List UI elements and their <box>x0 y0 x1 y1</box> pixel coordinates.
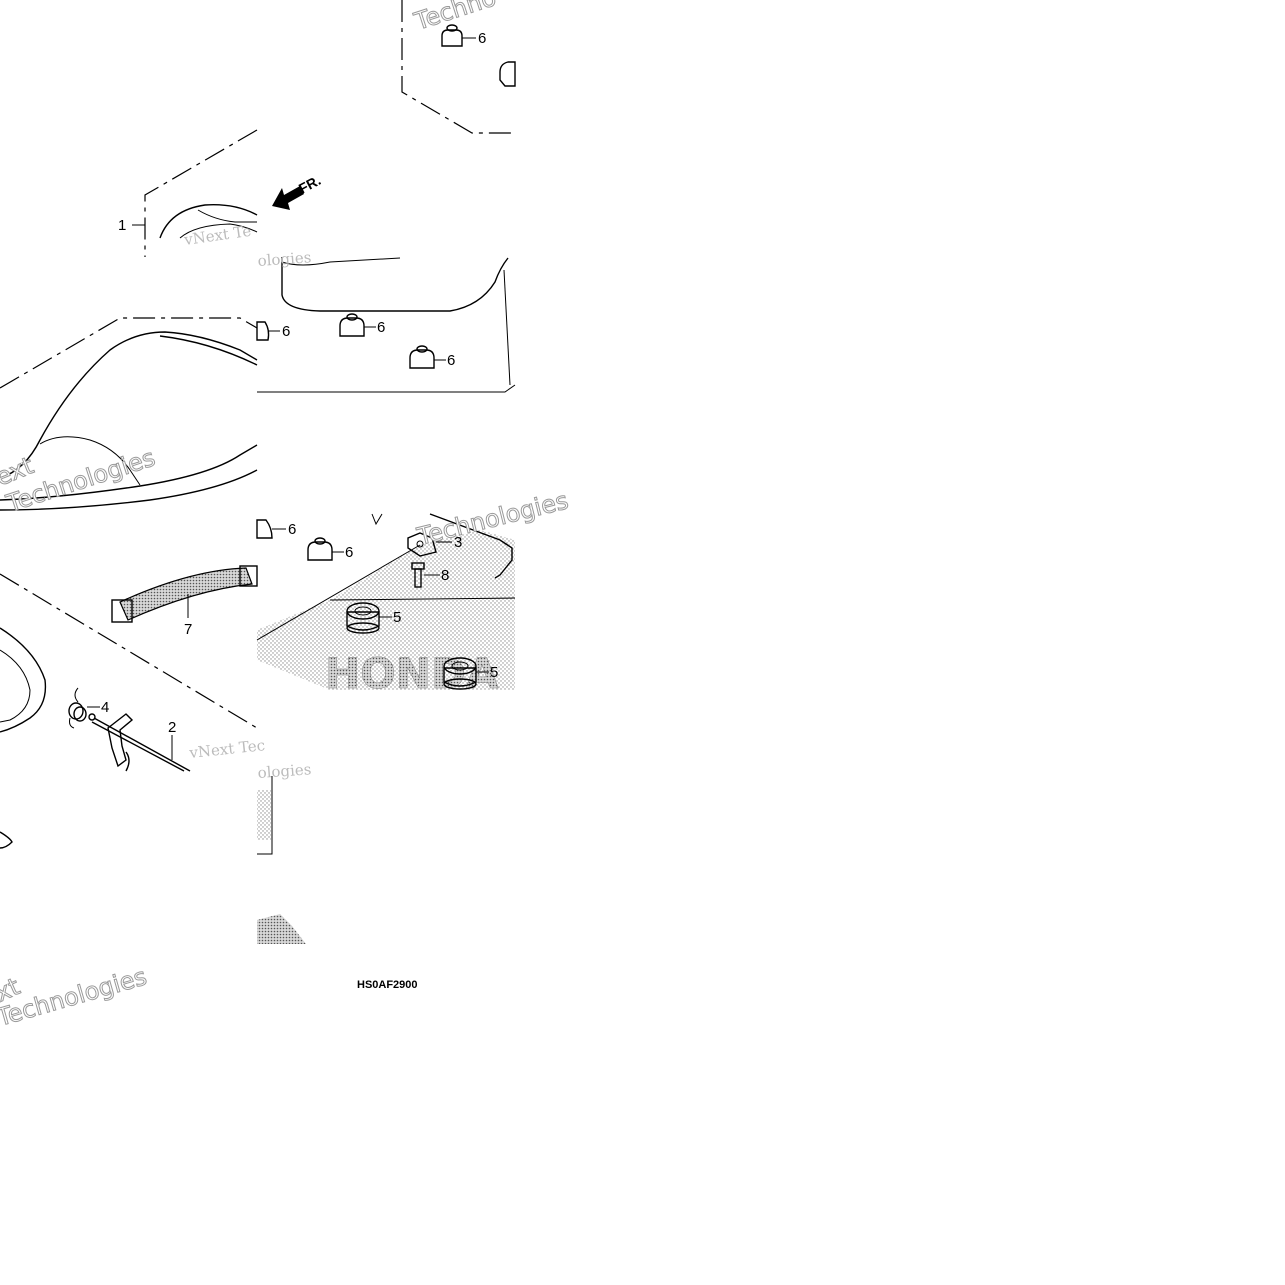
callout-8: 8 <box>441 567 449 584</box>
callout-6: 6 <box>288 521 296 538</box>
diagram-code: HS0AF2900 <box>357 979 418 991</box>
seat-outline-part-1 <box>159 204 258 239</box>
dotted-shade-area <box>257 790 271 840</box>
bolt-part-8 <box>411 562 425 588</box>
dashed-boundary <box>144 129 258 257</box>
tile-mid-left-upper: ext Technologies <box>0 317 258 519</box>
tile-mid-right-lower: HONDA 3 8 5 5 <box>256 486 572 698</box>
dotted-shade-area <box>257 530 515 690</box>
grommet-part-6 <box>307 537 333 561</box>
seat-outline-part-1 <box>0 331 258 479</box>
seat-base-outline <box>281 257 509 312</box>
brand-watermark-text: HONDA <box>325 649 499 698</box>
hook-end-outline <box>0 831 13 849</box>
watermark: vNext Te <box>182 222 252 249</box>
grommet-part-6 <box>441 24 463 47</box>
tile-mid-right-upper: 6 6 6 ologies <box>256 248 516 393</box>
callout-2: 2 <box>168 719 176 736</box>
seat-corner-outline <box>0 627 47 733</box>
grommet-part-6 <box>409 345 435 369</box>
callout-6: 6 <box>345 544 353 561</box>
spring-part-4 <box>68 687 87 729</box>
callout-7: 7 <box>184 621 192 638</box>
callout-3: 3 <box>454 534 462 551</box>
callout-5: 5 <box>393 609 401 626</box>
tile-top-left: 1 vNext Te <box>118 129 258 257</box>
watermark: Technologies <box>0 962 150 1032</box>
callout-4: 4 <box>101 699 109 716</box>
tile-mid-left-lower: 7 4 2 vNext Tec <box>0 565 266 772</box>
watermark: ologies <box>257 760 312 782</box>
callout-6: 6 <box>377 319 385 336</box>
bracket-part-3 <box>407 532 437 557</box>
callout-6: 6 <box>282 323 290 340</box>
watermark: vNext Tec <box>188 736 266 762</box>
callout-6: 6 <box>478 30 486 47</box>
tile-lower-left: xt Technologies <box>0 831 150 1033</box>
strap-part-7 <box>111 565 258 623</box>
grommet-part-6 <box>339 313 365 337</box>
dashed-boundary <box>0 317 258 389</box>
callout-1: 1 <box>118 217 126 234</box>
front-direction-arrow-icon <box>272 186 304 210</box>
grommet-part-6-partial <box>499 61 516 87</box>
grommet-part-6-partial <box>256 519 273 539</box>
grommet-part-6-partial <box>256 321 270 341</box>
tile-top-right: 6 FR. Techno <box>272 0 516 210</box>
watermark: ologies <box>257 248 312 270</box>
dashed-boundary <box>0 573 258 729</box>
seat-hook-rod-part-2 <box>88 713 191 772</box>
dashed-boundary <box>401 0 515 134</box>
cushion-part-5 <box>346 602 380 634</box>
callout-5: 5 <box>490 664 498 681</box>
dotted-shade-area <box>257 914 306 944</box>
callout-6: 6 <box>447 352 455 369</box>
cushion-part-5 <box>443 657 477 690</box>
tile-lower-right: HS0AF2900 ologies <box>257 760 418 991</box>
